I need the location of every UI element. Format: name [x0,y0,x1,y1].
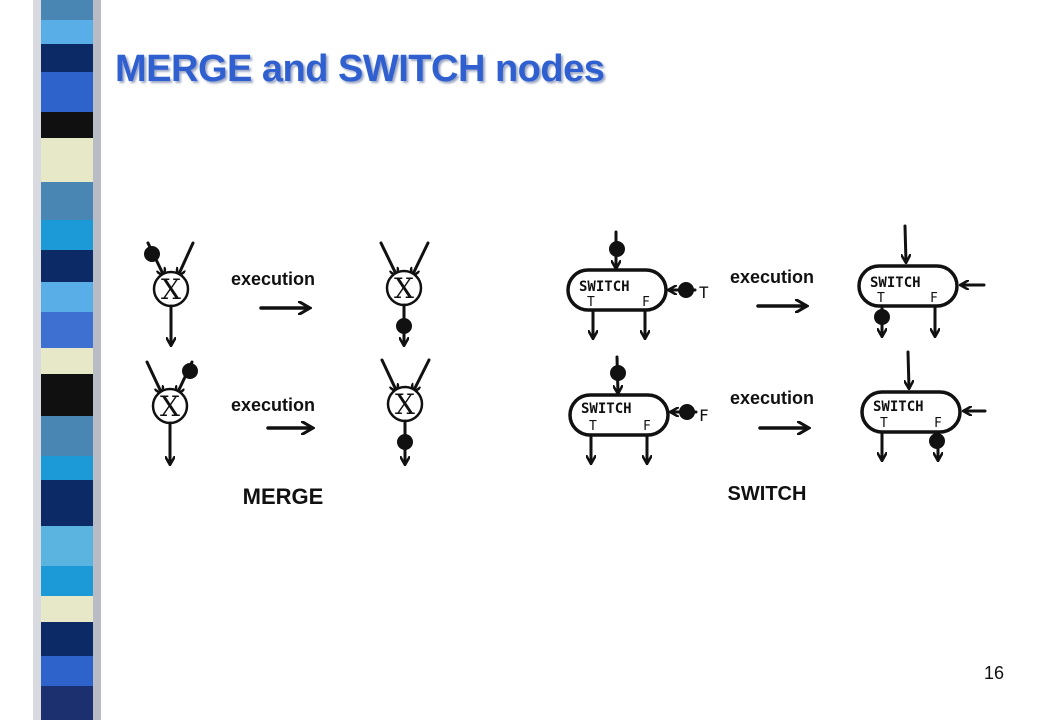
data-token [874,309,890,325]
data-token [609,241,625,257]
data-token [397,434,413,450]
merge-node-label: X [160,390,180,423]
switch-node-after-top: SWITCH T F [857,224,986,336]
control-token-label: F [699,406,709,425]
switch-false-port: F [642,295,650,310]
decorative-stripe-bar [33,0,101,720]
slide-title: MERGE and SWITCH nodes [115,48,605,90]
switch-true-port: T [877,291,885,306]
merge-node-label: X [395,388,415,421]
switch-false-port: F [930,291,938,306]
switch-node-label: SWITCH [581,401,632,417]
merge-node-after-bottom: X [380,358,431,464]
merge-node-label: X [394,272,414,305]
switch-false-port: F [643,419,651,434]
merge-caption: MERGE [243,484,324,509]
switch-caption: SWITCH [728,483,807,505]
control-token-label: T [699,283,709,302]
switch-true-port: T [589,419,597,434]
data-token [144,246,160,262]
data-token [678,282,694,298]
switch-node-label: SWITCH [579,279,630,295]
data-token [610,365,626,381]
execution-label: execution [231,395,315,415]
merge-node-before-bottom: X [145,360,198,464]
switch-true-port: T [587,295,595,310]
merge-node-label: X [161,273,181,306]
data-token [679,404,695,420]
merge-node-after-top: X [379,241,430,345]
data-token [929,433,945,449]
execution-label: execution [730,267,814,287]
page-number: 16 [983,663,1004,683]
switch-true-port: T [880,416,888,431]
execution-label: execution [231,269,315,289]
merge-node-before-top: X [144,241,195,345]
switch-false-port: F [934,416,942,431]
switch-node-label: SWITCH [870,275,921,291]
switch-node-before-bottom: SWITCH T F F [568,355,709,463]
execution-label: execution [730,388,814,408]
switch-node-after-bottom: SWITCH T F [860,350,987,460]
data-token [396,318,412,334]
switch-node-before-top: SWITCH T F T [566,230,709,338]
data-token [182,363,198,379]
switch-node-label: SWITCH [873,399,924,415]
